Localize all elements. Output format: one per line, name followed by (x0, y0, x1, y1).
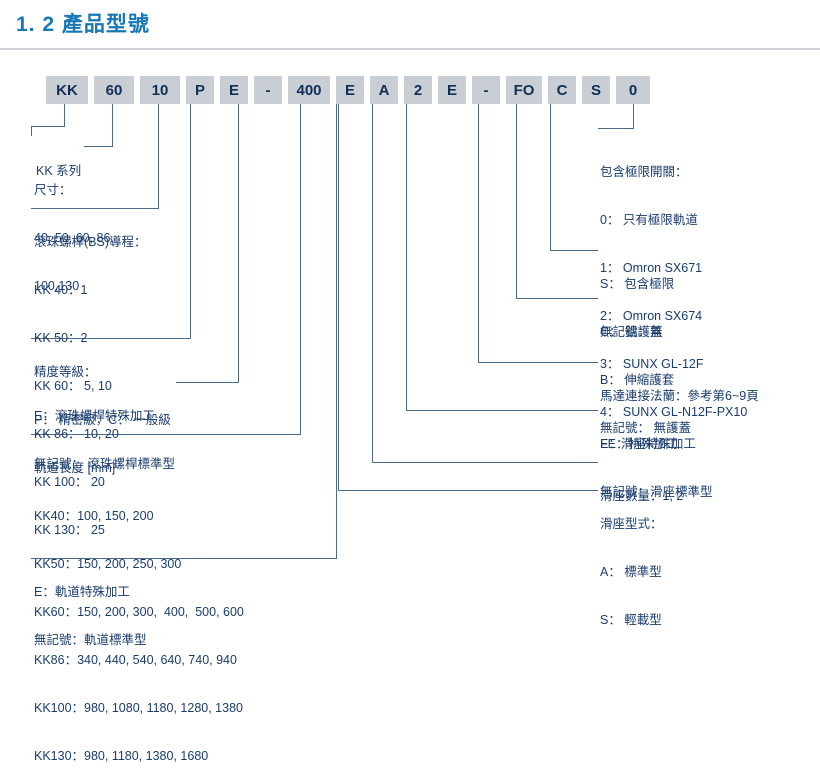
code-box-motor-flange: FO (506, 76, 542, 104)
code-box-rail-machining: E (336, 76, 364, 104)
code-box-slider-count: 2 (404, 76, 432, 104)
leader-series-horizontal (31, 126, 65, 127)
leader-slidermach-vertical (406, 104, 407, 410)
note-lead: 滾珠螺桿(BS)導程： KK 40：1 KK 50：2 KK 60： 5, 10… (34, 235, 147, 537)
leader-cover-vertical (516, 104, 517, 298)
note-screw-machining: E：滾珠螺桿特殊加工 無記號： 滾珠螺桿標準型 (34, 409, 175, 471)
leader-raillen-vertical (300, 104, 301, 434)
leader-flange-horizontal (478, 362, 598, 363)
leader-limit-vertical (550, 104, 551, 250)
title-divider (0, 48, 820, 50)
leader-slidermach-horizontal (406, 410, 598, 411)
leader-precision-vertical (190, 104, 191, 338)
page-title: 1. 2 產品型號 (16, 13, 150, 36)
leader-size-horizontal (84, 146, 113, 147)
code-box-slider-machining: E (438, 76, 466, 104)
leader-screw-horizontal (176, 382, 239, 383)
code-box-limit: S (582, 76, 610, 104)
code-box-dash-2: - (472, 76, 500, 104)
note-slider-type: 滑座型式： A： 標準型 S： 輕載型 (600, 517, 663, 627)
code-box-cover: C (548, 76, 576, 104)
leader-screw-vertical (238, 104, 239, 382)
note-cover: C： 鋁護蓋 B： 伸縮護套 無記號： 無護蓋 (600, 325, 691, 435)
leader-lead-horizontal (31, 208, 159, 209)
leader-series-vertical (64, 104, 65, 126)
leader-railmach-horizontal (31, 558, 337, 559)
note-size: 尺寸： 40, 50, 60, 86, 100,130 (34, 183, 114, 293)
code-box-lead: 10 (140, 76, 180, 104)
code-box-precision: P (186, 76, 214, 104)
code-box-slider-type: A (370, 76, 398, 104)
leader-cover-horizontal (516, 298, 598, 299)
leader-lead-vertical (158, 104, 159, 208)
leader-limitswitch-vertical (633, 104, 634, 128)
leader-slidercount-horizontal (372, 462, 598, 463)
note-limit: S： 包含極限 無記號：無 (600, 277, 675, 339)
note-limit-switch: 包含極限開關： 0： 只有極限軌道 1： Omron SX671 2： Omro… (600, 165, 748, 419)
note-rail-machining: E：軌道特殊加工 無記號：軌道標準型 (34, 585, 147, 647)
code-box-dash-1: - (254, 76, 282, 104)
note-precision: 精度等級： P： 精密級，C： 一般級 (34, 365, 171, 427)
note-series: KK 系列 (36, 164, 82, 178)
leader-limit-horizontal (550, 250, 598, 251)
leader-slidertype-horizontal (338, 490, 598, 491)
leader-slidertype-vertical (338, 104, 339, 490)
leader-railmach-vertical (336, 104, 337, 558)
code-box-limit-switch: 0 (616, 76, 650, 104)
leader-precision-horizontal (31, 338, 191, 339)
note-slider-count: 滑座數量：1, 2 (600, 489, 684, 503)
leader-flange-vertical (478, 104, 479, 362)
code-box-rail-length: 400 (288, 76, 330, 104)
note-motor-flange: 馬達連接法蘭：參考第6~9頁 FE：特殊加工 (600, 389, 759, 451)
leader-raillen-horizontal (31, 434, 301, 435)
code-box-series: KK (46, 76, 88, 104)
leader-slidercount-vertical (372, 104, 373, 462)
code-box-size: 60 (94, 76, 134, 104)
note-slider-machining: E：滑座特殊加工 無記號：滑座標準型 (600, 437, 713, 499)
leader-size-vertical (112, 104, 113, 146)
leader-series-stub (31, 126, 32, 136)
code-box-screw-machining: E (220, 76, 248, 104)
leader-limitswitch-horizontal (598, 128, 634, 129)
